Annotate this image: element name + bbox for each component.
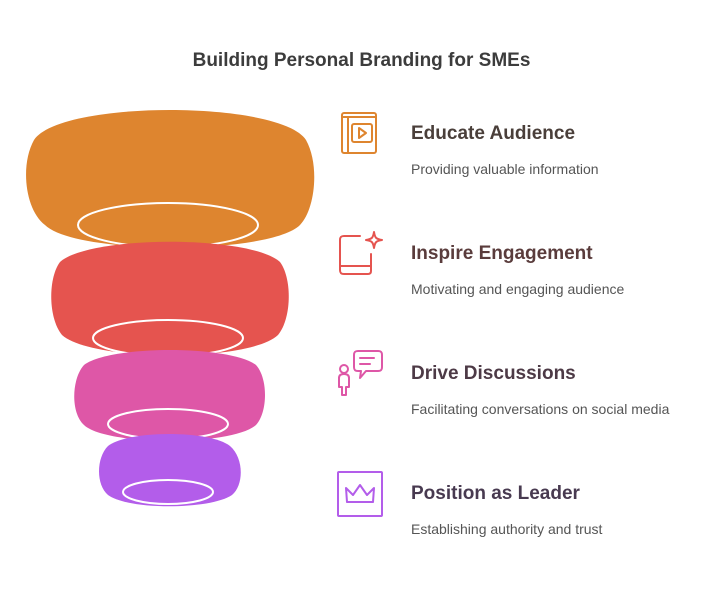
- crown-icon: [337, 471, 383, 517]
- stage-1-description: Providing valuable information: [411, 161, 599, 177]
- stage-4-title: Position as Leader: [411, 483, 580, 504]
- funnel-ring-4: [122, 479, 214, 505]
- funnel-level-2: [51, 241, 289, 356]
- stage-4-description: Establishing authority and trust: [411, 521, 603, 537]
- stage-2-description: Motivating and engaging audience: [411, 281, 625, 297]
- funnel-level-3: [74, 350, 265, 441]
- stage-3-title: Drive Discussions: [411, 363, 576, 384]
- book-play-icon: [341, 112, 377, 154]
- funnel-diagram: [26, 110, 315, 507]
- diagram-title: Building Personal Branding for SMEs: [192, 50, 531, 71]
- stage-1-title: Educate Audience: [411, 123, 576, 144]
- stage-2-title: Inspire Engagement: [411, 243, 593, 264]
- funnel-level-4: [99, 434, 241, 507]
- sparkle-book-icon: [339, 231, 383, 275]
- stage-3-description: Facilitating conversations on social med…: [411, 401, 670, 417]
- person-speech-bubble-icon: [338, 350, 383, 396]
- funnel-level-1: [26, 110, 315, 248]
